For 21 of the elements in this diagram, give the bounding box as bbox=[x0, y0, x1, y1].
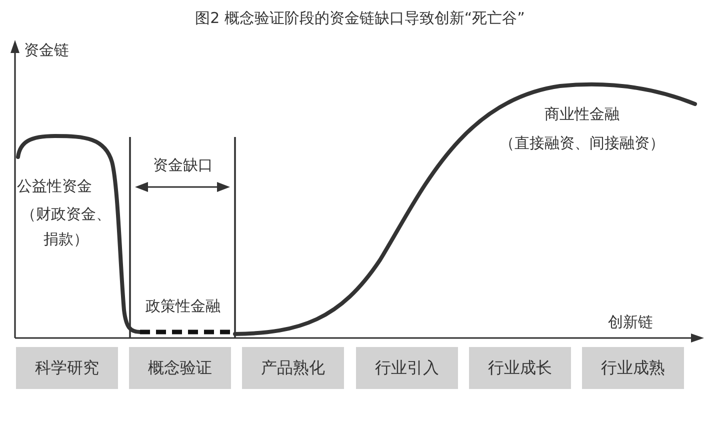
stage-label: 产品熟化 bbox=[261, 358, 325, 378]
stage-box bbox=[582, 347, 684, 389]
axis-title: 资金链 bbox=[24, 40, 69, 60]
axis-title: 创新链 bbox=[608, 312, 653, 332]
region-label: 公益性资金 bbox=[17, 176, 92, 196]
stage-box bbox=[129, 347, 231, 389]
region-label: 商业性金融 bbox=[544, 104, 620, 124]
region-note: （直接融资、间接融资） bbox=[500, 133, 664, 153]
stage-box bbox=[16, 347, 118, 389]
stage-label: 行业成熟 bbox=[601, 358, 665, 378]
region-note: （财政资金、捐款） bbox=[20, 204, 112, 250]
stage-box bbox=[356, 347, 458, 389]
region-label: 政策性金融 bbox=[146, 296, 220, 316]
stage-box bbox=[469, 347, 571, 389]
stage-box bbox=[242, 347, 344, 389]
chart-title: 图2 概念验证阶段的资金链缺口导致创新“死亡谷” bbox=[194, 8, 526, 28]
stage-label: 科学研究 bbox=[35, 358, 99, 378]
stage-label: 行业成长 bbox=[488, 358, 552, 378]
gap-label: 资金缺口 bbox=[153, 155, 213, 175]
stage-label: 行业引入 bbox=[375, 358, 439, 378]
stage-label: 概念验证 bbox=[148, 358, 212, 378]
